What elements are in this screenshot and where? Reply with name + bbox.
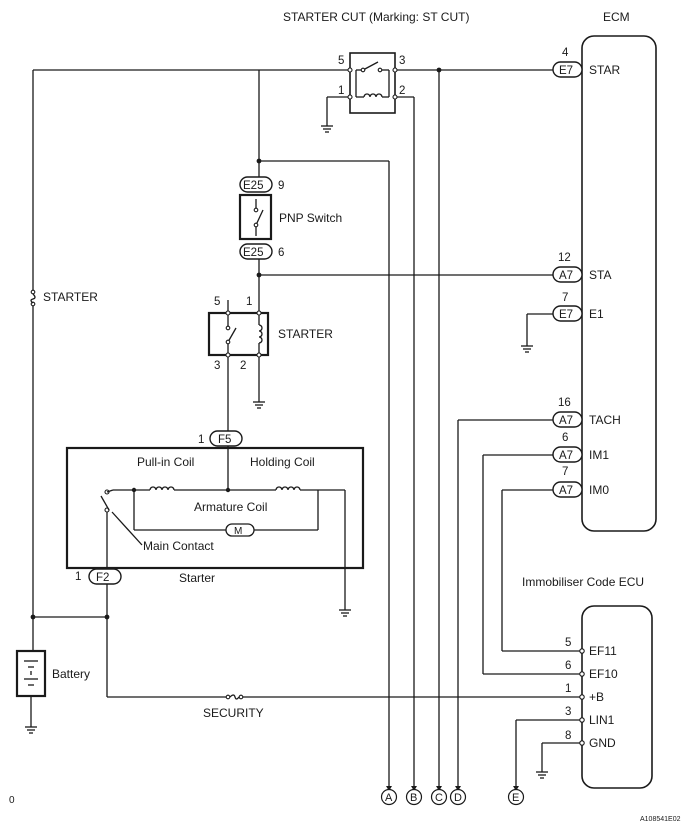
ecm-pin-im0: 7 [562,466,568,478]
ecm-connector-star: E7 [559,65,573,77]
starter-fuse-label: STARTER [43,290,98,304]
immobiliser-title: Immobiliser Code ECU [522,575,644,589]
pnp-bottom-connector: E25 [243,247,263,259]
off-page-connector-a: A [380,786,398,806]
holding-coil-label: Holding Coil [250,455,315,469]
pnp-bottom-pin: 6 [278,247,284,259]
starter-cut-title: STARTER CUT (Marking: ST CUT) [283,10,469,24]
immo-signal-b: +B [589,690,604,704]
ecm-signal-im0: IM0 [589,483,609,497]
off-page-connector-d: D [449,786,467,806]
ecm-connector-e1: E7 [559,309,573,321]
f5-pin: 1 [198,434,204,446]
ecm-title: ECM [603,10,630,24]
starter-cut-pin-5: 5 [338,55,344,67]
pnp-top-pin: 9 [278,180,284,192]
f2-pin: 1 [75,571,81,583]
security-fuse-label: SECURITY [203,706,264,720]
armature-coil-label: Armature Coil [194,500,267,514]
starter-motor-label: Starter [179,571,215,585]
figure-id: A108541E02 [640,816,681,823]
ecm-pin-e1: 7 [562,292,568,304]
footer-left-mark: 0 [9,795,15,806]
immo-signal-ef10: EF10 [589,667,618,681]
pnp-switch-label: PNP Switch [279,211,342,225]
battery-label: Battery [52,667,90,681]
motor-symbol: M [234,526,242,537]
ecm-signal-sta: STA [589,268,611,282]
pnp-top-connector: E25 [243,180,263,192]
svg-text:C: C [435,792,443,804]
immo-pin-ef10: 6 [565,660,571,672]
ecm-connector-sta: A7 [559,270,573,282]
ecm-signal-tach: TACH [589,413,621,427]
immo-pin-lin1: 3 [565,706,571,718]
starter-cut-relay [347,52,398,114]
off-page-connector-e: E [507,786,525,806]
f2-connector: F2 [96,572,109,584]
starter-relay-label: STARTER [278,327,333,341]
security-fuse [225,694,244,700]
ecm-signal-im1: IM1 [589,448,609,462]
off-page-connector-c: C [430,786,448,806]
immo-signal-ef11: EF11 [589,644,617,658]
ecm-box [581,35,657,532]
immo-signal-lin1: LIN1 [589,713,615,727]
starter-relay-pin-3: 3 [214,360,220,372]
ecm-pin-sta: 12 [558,252,571,264]
pull-in-coil-label: Pull-in Coil [137,455,194,469]
starter-fuse [29,289,37,307]
ecm-connector-im1: A7 [559,450,573,462]
f5-connector: F5 [218,434,231,446]
immo-pin-gnd: 8 [565,730,571,742]
off-page-connector-b: B [405,786,423,806]
immo-pin-ef11: 5 [565,637,571,649]
ecm-connector-tach: A7 [559,415,573,427]
ecm-signal-star: STAR [589,63,620,77]
starter-relay-pin-5: 5 [214,296,220,308]
svg-text:D: D [454,792,462,804]
immo-pin-b: 1 [565,683,571,695]
starter-cut-pin-1: 1 [338,85,344,97]
ecm-pin-im1: 6 [562,432,568,444]
starter-relay-pin-2: 2 [240,360,246,372]
immo-signal-gnd: GND [589,736,616,750]
ecm-pin-tach: 16 [558,397,571,409]
starter-cut-pin-2: 2 [399,85,405,97]
ecm-pin-star: 4 [562,47,569,59]
starter-relay-box [207,311,270,357]
ecm-signal-e1: E1 [589,307,604,321]
starter-cut-pin-3: 3 [399,55,405,67]
svg-text:B: B [410,792,417,804]
svg-text:E: E [512,792,519,804]
svg-text:A: A [385,792,393,804]
pnp-switch-box [238,193,273,241]
ecm-connector-im0: A7 [559,485,573,497]
starter-motor-box [65,446,365,570]
main-contact-label: Main Contact [143,539,214,553]
starter-relay-pin-1: 1 [246,296,252,308]
